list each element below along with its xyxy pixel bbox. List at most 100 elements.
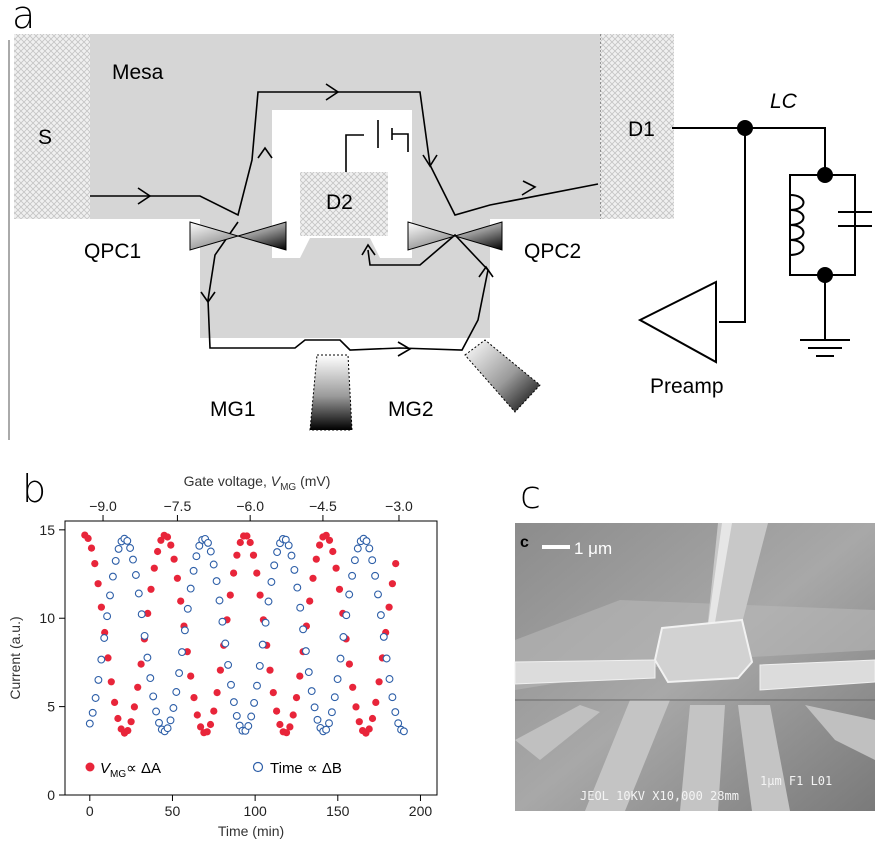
data-point-vmg xyxy=(197,723,205,731)
data-point-time xyxy=(134,589,143,598)
data-point-vmg xyxy=(187,672,195,680)
data-point-time xyxy=(94,675,103,684)
plot-frame xyxy=(64,520,438,796)
data-point-time xyxy=(140,631,149,640)
data-point-time xyxy=(126,544,135,552)
data-point-time xyxy=(85,719,94,728)
data-point-time xyxy=(250,698,259,707)
data-point-vmg xyxy=(107,678,115,686)
data-point-time xyxy=(339,633,348,641)
data-point-vmg xyxy=(167,541,175,549)
data-point-time xyxy=(166,716,175,725)
legend-marker-vmg xyxy=(85,762,95,772)
top-tick-label: −3.0 xyxy=(385,498,413,514)
data-point-time xyxy=(368,556,377,565)
data-point-time xyxy=(183,604,192,613)
data-point-time xyxy=(192,552,201,561)
data-point-time xyxy=(215,596,224,605)
legend: VMG∝ ΔA Time ∝ ΔB xyxy=(85,760,342,780)
data-point-time xyxy=(322,725,331,734)
x-axis-label: Time (min) xyxy=(218,823,284,839)
data-point-time xyxy=(227,680,235,689)
mg1-label: MG1 xyxy=(210,398,256,421)
sem-footer: JEOL 10KV X10,000 28mm xyxy=(580,789,739,803)
legend-label-vmg: VMG∝ ΔA xyxy=(100,760,161,780)
data-point-vmg xyxy=(253,569,261,577)
data-point-vmg xyxy=(216,666,224,674)
circuit-nodes xyxy=(737,120,833,283)
data-point-vmg xyxy=(292,694,301,702)
data-point-time xyxy=(189,566,198,575)
data-point-vmg xyxy=(368,714,377,723)
y-tick-label: 10 xyxy=(39,610,55,626)
data-point-time xyxy=(348,571,357,580)
data-point-time xyxy=(342,611,351,620)
data-point-time xyxy=(258,640,267,649)
data-point-vmg xyxy=(372,698,380,707)
data-point-time xyxy=(296,603,305,612)
qpc2-label: QPC2 xyxy=(524,240,581,263)
data-point-time xyxy=(388,693,397,702)
y-axis-label: Current (a.u.) xyxy=(7,616,23,699)
data-point-time xyxy=(247,712,256,721)
data-point-time xyxy=(88,708,97,717)
data-point-vmg xyxy=(213,689,221,697)
drain2-label: D2 xyxy=(326,191,353,214)
panel-a: a xyxy=(8,0,872,440)
data-point-time xyxy=(362,537,371,546)
data-point-vmg xyxy=(177,597,185,605)
data-point-vmg xyxy=(266,666,274,674)
data-point-time xyxy=(111,556,120,565)
data-point-time xyxy=(131,571,140,579)
data-point-time xyxy=(385,675,394,683)
data-point-time xyxy=(264,597,273,606)
data-point-time xyxy=(394,719,403,728)
data-point-vmg xyxy=(385,603,393,611)
data-point-time xyxy=(229,698,238,707)
drain2-contact xyxy=(300,172,388,236)
data-point-vmg xyxy=(306,597,314,605)
data-point-vmg xyxy=(349,683,357,691)
x-tick-label: 0 xyxy=(86,803,94,819)
top-tick-label: −7.5 xyxy=(164,498,192,514)
data-point-time xyxy=(180,626,189,635)
data-point-time xyxy=(218,617,227,626)
data-point-vmg xyxy=(111,698,119,707)
data-point-vmg xyxy=(134,683,142,691)
data-point-vmg xyxy=(345,660,353,668)
top-tick-label: −6.0 xyxy=(236,498,264,514)
panel-c: c c 1 μm JEOL 10KV X10,000 28mm 1μm F1 L… xyxy=(514,473,875,811)
data-point-vmg xyxy=(97,603,105,611)
source-contact xyxy=(14,34,90,219)
data-point-vmg xyxy=(230,569,238,577)
data-point-vmg xyxy=(365,725,373,733)
qpc1-label: QPC1 xyxy=(84,240,141,263)
drain1-label: D1 xyxy=(628,118,655,141)
data-point-time xyxy=(299,625,308,634)
data-point-time xyxy=(301,647,310,656)
data-point-time xyxy=(178,648,186,657)
data-point-time xyxy=(169,704,178,712)
data-point-vmg xyxy=(173,574,181,582)
data-point-vmg xyxy=(312,555,320,563)
data-point-vmg xyxy=(296,672,304,680)
data-point-vmg xyxy=(355,718,363,726)
data-point-time xyxy=(284,541,293,550)
data-point-time xyxy=(391,708,400,717)
data-point-time xyxy=(224,660,233,669)
data-point-time xyxy=(345,590,354,599)
data-point-vmg xyxy=(246,538,254,547)
x-tick-label: 100 xyxy=(243,803,267,819)
data-point-time xyxy=(267,578,276,586)
data-point-time xyxy=(371,571,380,580)
data-point-time xyxy=(327,708,336,717)
data-point-time xyxy=(353,544,362,553)
edge-arrows xyxy=(137,83,537,357)
data-point-time xyxy=(212,577,221,586)
data-point-time xyxy=(123,536,132,545)
panel-label-b: b xyxy=(22,467,46,511)
data-point-vmg xyxy=(104,654,112,662)
y-tick-label: 15 xyxy=(39,522,55,538)
y-tick-label: 0 xyxy=(47,787,55,803)
data-point-time xyxy=(143,653,152,662)
